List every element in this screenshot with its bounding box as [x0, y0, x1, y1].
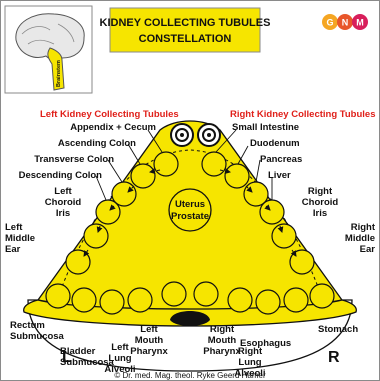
label-right-lung-1: Right — [238, 346, 263, 357]
label-right-mouth-2: Mouth — [208, 335, 237, 346]
title-line-2: CONSTELLATION — [139, 33, 232, 45]
label-appendix: Appendix + Cecum — [70, 122, 156, 133]
label-stomach: Stomach — [318, 324, 358, 335]
label-left-middle-ear-2: Middle — [5, 233, 35, 244]
label-descending-colon: Descending Colon — [19, 170, 103, 181]
label-right-mouth-3: Pharynx — [203, 346, 241, 357]
right-header: Right Kidney Collecting Tubules — [230, 109, 376, 120]
label-left-lung-1: Left — [111, 342, 129, 353]
circle-left-middle-ear — [46, 284, 70, 308]
label-left-mouth-1: Left — [140, 324, 158, 335]
title-box: KIDNEY COLLECTING TUBULES CONSTELLATION — [100, 8, 271, 52]
label-right-choroid-2: Choroid — [302, 197, 339, 208]
copyright-text: © Dr. med. Mag. theol. Ryke Geerd Hamer — [114, 371, 266, 380]
label-transverse-colon: Transverse Colon — [34, 154, 114, 165]
circle-bladder — [100, 290, 124, 314]
target-left-icon — [171, 124, 193, 146]
side-right-label: R — [328, 349, 340, 366]
label-right-lung-2: Lung — [238, 357, 261, 368]
label-rectum-2: Submucosa — [10, 331, 65, 342]
label-right-middle-ear-2: Middle — [345, 233, 375, 244]
label-right-middle-ear-1: Right — [351, 222, 376, 233]
circle-right-mouth — [194, 282, 218, 306]
circle-stomach — [284, 288, 308, 312]
center-label-2: Prostate — [171, 211, 209, 222]
circle-duodenum — [225, 164, 249, 188]
title-background — [110, 8, 260, 52]
label-pancreas: Pancreas — [260, 154, 302, 165]
label-duodenum: Duodenum — [250, 138, 300, 149]
circle-left-middle-ear-upper — [66, 250, 90, 274]
circle-right-middle-ear — [310, 284, 334, 308]
circle-right-choroid — [272, 224, 296, 248]
gnm-logo: G N M — [322, 14, 368, 30]
circle-ascending-colon — [131, 164, 155, 188]
label-rectum-1: Rectum — [10, 320, 45, 331]
label-left-middle-ear-3: Ear — [5, 244, 21, 255]
logo-letter-m: M — [356, 18, 364, 28]
label-liver: Liver — [268, 170, 291, 181]
label-left-choroid-2: Choroid — [45, 197, 82, 208]
thumbnail-label: Brainstem — [56, 60, 62, 87]
label-right-middle-ear-3: Ear — [360, 244, 376, 255]
left-header: Left Kidney Collecting Tubules — [40, 109, 179, 120]
circle-left-mouth — [162, 282, 186, 306]
label-left-lung-2: Lung — [108, 353, 131, 364]
label-left-mouth-3: Pharynx — [130, 346, 168, 357]
circle-right-lung — [228, 288, 252, 312]
label-right-choroid-1: Right — [308, 186, 333, 197]
circle-right-middle-ear-upper — [290, 250, 314, 274]
label-left-middle-ear-1: Left — [5, 222, 23, 233]
circle-left-lung — [128, 288, 152, 312]
label-small-intestine: Small Intestine — [232, 122, 299, 133]
circle-appendix — [154, 152, 178, 176]
label-left-choroid-3: Iris — [56, 208, 70, 219]
center-label-1: Uterus — [175, 199, 205, 210]
label-right-choroid-3: Iris — [313, 208, 327, 219]
circle-esophagus — [256, 290, 280, 314]
label-ascending-colon: Ascending Colon — [58, 138, 136, 149]
label-right-mouth-1: Right — [210, 324, 235, 335]
uterus-prostate-circle — [169, 189, 211, 231]
logo-letter-n: N — [342, 18, 349, 28]
circle-descending-colon — [96, 200, 120, 224]
circle-left-choroid — [84, 224, 108, 248]
brainstem-thumbnail: Brainstem — [5, 6, 92, 93]
logo-letter-g: G — [326, 18, 333, 28]
side-left-label: L — [62, 349, 72, 366]
circle-liver — [260, 200, 284, 224]
label-left-mouth-2: Mouth — [135, 335, 164, 346]
target-right-icon — [198, 124, 220, 146]
title-line-1: KIDNEY COLLECTING TUBULES — [100, 17, 271, 29]
circle-rectum — [72, 288, 96, 312]
circle-small-intestine — [202, 152, 226, 176]
label-left-choroid-1: Left — [54, 186, 72, 197]
